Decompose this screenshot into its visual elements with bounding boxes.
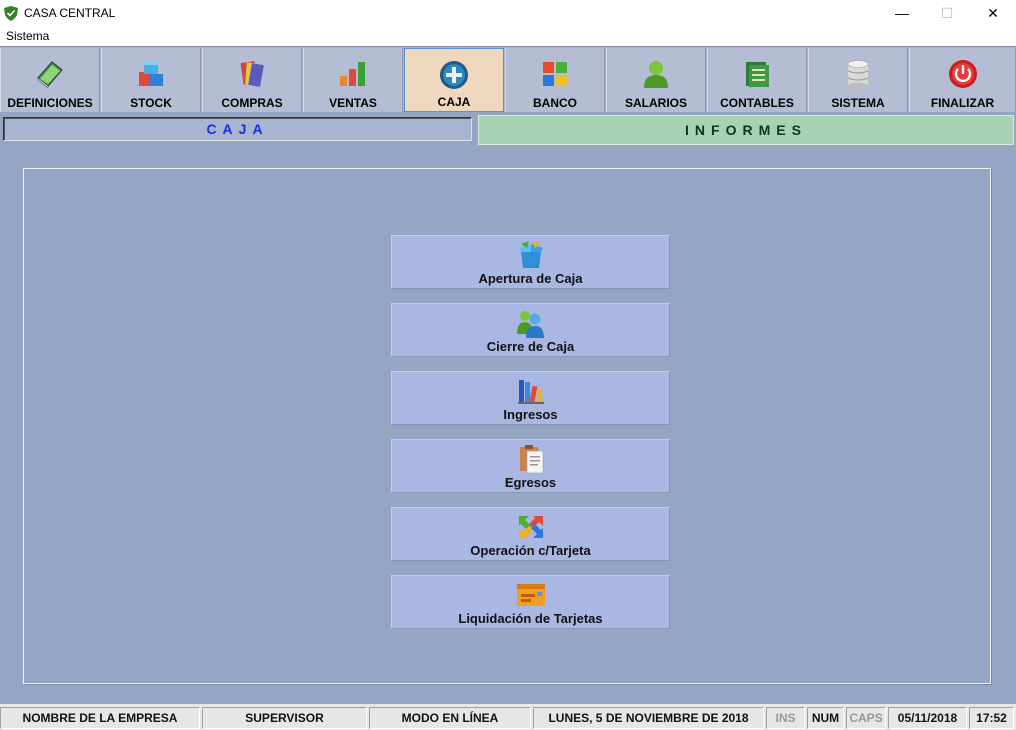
window-title: CASA CENTRAL bbox=[24, 6, 116, 20]
toolbar-compras-button[interactable]: COMPRAS bbox=[202, 48, 302, 112]
user-icon bbox=[644, 61, 668, 88]
main-toolbar: DEFINICIONES STOCK COMPRAS VENTAS bbox=[0, 46, 1016, 112]
egresos-button[interactable]: Egresos bbox=[391, 439, 670, 493]
operacion-tarjeta-button[interactable]: Operación c/Tarjeta bbox=[391, 507, 670, 561]
tab-caja[interactable]: CAJA bbox=[3, 117, 472, 141]
status-fecha: 05/11/2018 bbox=[888, 707, 967, 729]
toolbar-stock-button[interactable]: STOCK bbox=[101, 48, 201, 112]
toolbar-ventas-button[interactable]: VENTAS bbox=[303, 48, 403, 112]
menu-sistema[interactable]: Sistema bbox=[6, 29, 50, 43]
books-icon bbox=[517, 380, 544, 404]
windows-icon bbox=[543, 62, 567, 86]
status-hora: 17:52 bbox=[969, 707, 1014, 729]
status-caps: CAPS bbox=[846, 707, 886, 729]
action-label: Cierre de Caja bbox=[486, 339, 575, 354]
toolbar-label: FINALIZAR bbox=[930, 96, 995, 110]
close-button[interactable]: ✕ bbox=[987, 4, 999, 21]
toolbar-finalizar-button[interactable]: FINALIZAR bbox=[909, 48, 1016, 112]
toolbar-label: SALARIOS bbox=[624, 96, 687, 110]
toolbar-label: BANCO bbox=[533, 96, 577, 110]
plus-circle-icon bbox=[440, 61, 468, 89]
shield-icon bbox=[4, 6, 18, 21]
ingresos-button[interactable]: Ingresos bbox=[391, 371, 670, 425]
database-icon bbox=[847, 60, 869, 90]
toolbar-banco-button[interactable]: BANCO bbox=[505, 48, 605, 112]
status-ins: INS bbox=[766, 707, 805, 729]
actions-panel: Apertura de Caja Cierre de Caja Ingresos bbox=[23, 168, 991, 684]
book-icon bbox=[37, 61, 63, 89]
boxes-icon bbox=[139, 62, 163, 86]
liquidacion-tarjetas-button[interactable]: Liquidación de Tarjetas bbox=[391, 575, 670, 629]
main-area: Apertura de Caja Cierre de Caja Ingresos bbox=[0, 148, 1016, 704]
power-icon bbox=[948, 60, 977, 88]
action-label: Apertura de Caja bbox=[478, 271, 583, 286]
exchange-arrows-icon bbox=[518, 516, 543, 538]
action-label: Egresos bbox=[504, 475, 557, 490]
toolbar-label: SISTEMA bbox=[831, 96, 885, 110]
title-bar: CASA CENTRAL — ☐ ✕ bbox=[0, 0, 1016, 26]
section-tabs: CAJA INFORMES bbox=[0, 112, 1016, 148]
toolbar-sistema-button[interactable]: SISTEMA bbox=[808, 48, 908, 112]
action-label: Operación c/Tarjeta bbox=[470, 543, 591, 558]
card-icon bbox=[516, 584, 545, 606]
toolbar-label: CONTABLES bbox=[720, 96, 794, 110]
status-empresa: NOMBRE DE LA EMPRESA bbox=[0, 707, 200, 729]
status-bar: NOMBRE DE LA EMPRESA SUPERVISOR MODO EN … bbox=[0, 704, 1016, 730]
toolbar-label: COMPRAS bbox=[221, 96, 283, 110]
tab-informes[interactable]: INFORMES bbox=[478, 115, 1014, 145]
clipboard-icon bbox=[519, 445, 543, 474]
toolbar-label: VENTAS bbox=[329, 96, 377, 110]
action-label: Ingresos bbox=[503, 407, 558, 422]
status-fecha-larga: LUNES, 5 DE NOVIEMBRE DE 2018 bbox=[533, 707, 764, 729]
apertura-de-caja-button[interactable]: Apertura de Caja bbox=[391, 235, 670, 289]
action-label: Liquidación de Tarjetas bbox=[458, 611, 603, 626]
open-box-icon bbox=[518, 241, 543, 268]
bar-chart-icon bbox=[340, 62, 365, 86]
cierre-de-caja-button[interactable]: Cierre de Caja bbox=[391, 303, 670, 357]
menu-bar: Sistema bbox=[0, 26, 1016, 46]
toolbar-label: DEFINICIONES bbox=[7, 96, 93, 110]
toolbar-label: STOCK bbox=[130, 96, 172, 110]
users-icon bbox=[516, 311, 544, 338]
status-usuario: SUPERVISOR bbox=[202, 707, 367, 729]
toolbar-caja-button[interactable]: CAJA bbox=[404, 48, 504, 112]
minimize-button[interactable]: — bbox=[895, 5, 909, 21]
toolbar-label: CAJA bbox=[437, 95, 471, 109]
status-modo: MODO EN LÍNEA bbox=[369, 707, 531, 729]
ledger-icon bbox=[746, 62, 769, 87]
status-num: NUM bbox=[807, 707, 844, 729]
toolbar-definiciones-button[interactable]: DEFINICIONES bbox=[0, 48, 100, 112]
toolbar-contables-button[interactable]: CONTABLES bbox=[707, 48, 807, 112]
maximize-button[interactable]: ☐ bbox=[940, 4, 954, 21]
toolbar-salarios-button[interactable]: SALARIOS bbox=[606, 48, 706, 112]
papers-icon bbox=[240, 61, 264, 87]
